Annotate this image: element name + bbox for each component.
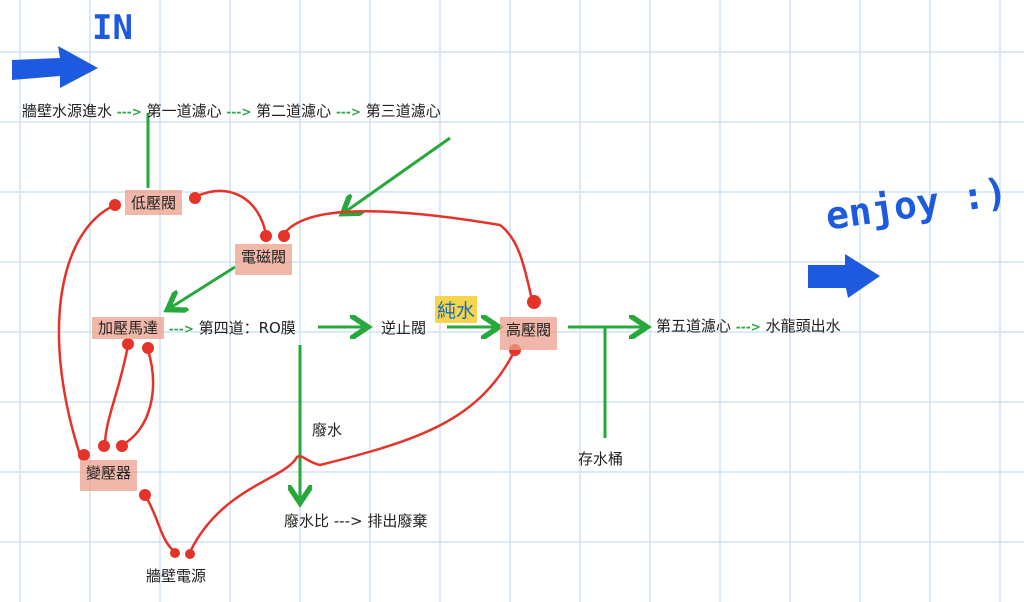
node-high-valve: 高壓閥 (500, 317, 558, 350)
node-low-valve: 低壓閥 (125, 190, 183, 215)
node-ro: 第四道：RO膜 (198, 319, 296, 337)
in-arrow-icon (12, 46, 98, 88)
node-transformer: 變壓器 (80, 460, 138, 491)
arrow-text: ---> (168, 322, 194, 336)
wire-dots (78, 192, 541, 559)
node-faucet: 水龍頭出水 (765, 317, 841, 335)
node-text: 牆壁水源進水 (22, 102, 113, 120)
node-pump: 加壓馬達 (92, 317, 165, 339)
node-filter1: 第一道濾心 (146, 102, 222, 120)
node-filter5: 第五道濾心 (656, 317, 732, 335)
row-ro: 加壓馬達 ---> 第四道：RO膜 (92, 317, 296, 339)
in-label: IN (92, 8, 133, 48)
node-wall-power: 牆壁電源 (146, 567, 207, 585)
node-wall-water: 牆壁水源進水 ---> 第一道濾心 ---> 第二道濾心 ---> 第三道濾心 (22, 100, 441, 121)
node-tank: 存水桶 (578, 450, 624, 468)
node-waste: 廢水 (312, 421, 343, 439)
flow-lines (146, 113, 644, 500)
arrow-text: ---> (335, 105, 361, 119)
wires (57, 189, 534, 553)
out-arrow-icon (808, 254, 880, 298)
row-out: 第五道濾心 ---> 水龍頭出水 (656, 315, 841, 336)
node-solenoid: 電磁閥 (235, 244, 293, 275)
node-check-valve: 逆止閥 (381, 319, 427, 337)
node-waste-ratio: 廢水比 ---> 排出廢棄 (284, 512, 428, 530)
arrow-text: ---> (116, 105, 142, 119)
node-filter3: 第三道濾心 (365, 102, 441, 120)
pure-water-label: 純水 (435, 296, 478, 323)
arrow-text: ---> (735, 320, 761, 334)
node-filter2: 第二道濾心 (256, 102, 332, 120)
arrow-text: ---> (226, 105, 252, 119)
